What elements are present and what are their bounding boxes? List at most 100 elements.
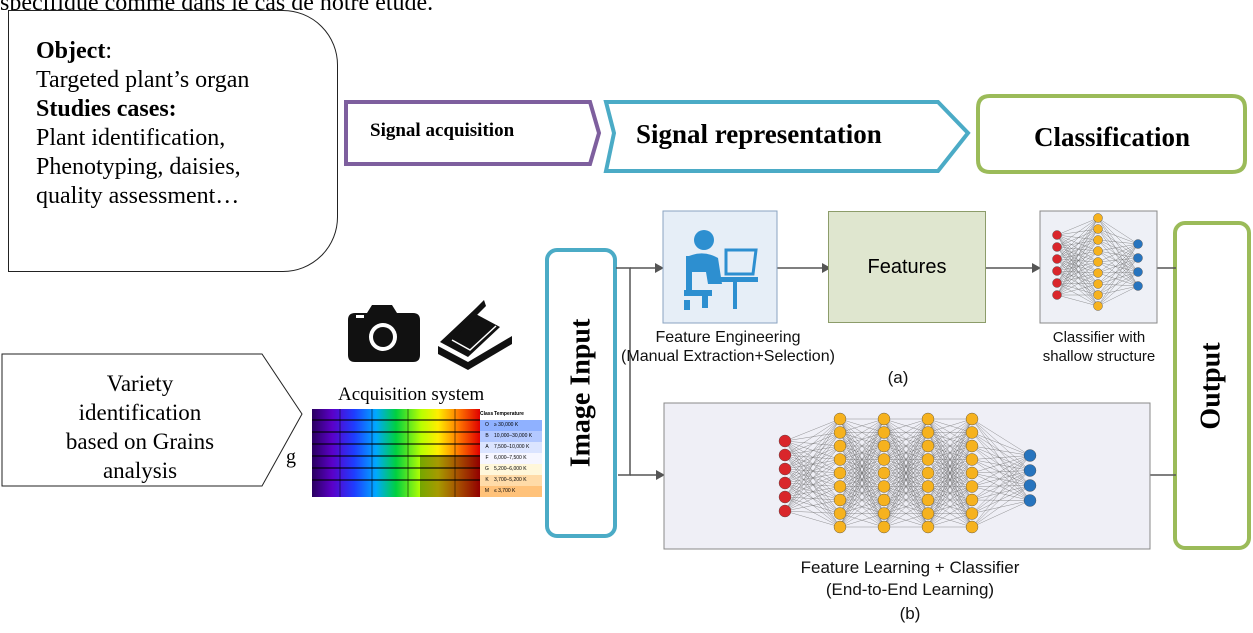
network-edge — [1097, 250, 1139, 287]
network-edge — [1097, 285, 1139, 296]
network-edge — [1056, 246, 1099, 263]
network-node — [833, 453, 847, 466]
network-edge — [883, 486, 929, 528]
features-label: Features — [867, 255, 947, 278]
network-node — [1093, 290, 1103, 300]
network-edge — [1056, 228, 1099, 248]
network-edge — [883, 418, 929, 447]
network-node — [1052, 254, 1062, 264]
studies-line-3: quality assessment… — [36, 183, 240, 209]
network-edge — [784, 454, 841, 460]
network-edge — [784, 445, 841, 512]
network-node — [1133, 239, 1143, 249]
network-edge — [971, 418, 1031, 456]
network-node — [778, 448, 792, 462]
network-edge — [784, 482, 841, 487]
network-edge — [1056, 228, 1099, 296]
network-edge — [839, 445, 885, 528]
feature-learning-caption: Feature Learning + Classifier (End-to-En… — [800, 558, 1020, 599]
network-node — [877, 453, 891, 466]
network-edge — [784, 472, 841, 512]
camera-icon — [348, 305, 420, 362]
features-box: Features — [828, 211, 986, 323]
network-edge — [971, 445, 1031, 501]
network-edge — [971, 486, 1031, 501]
network-edge — [1097, 217, 1139, 245]
network-edge — [1056, 283, 1099, 296]
network-node — [833, 480, 847, 493]
network-edge — [1056, 246, 1099, 274]
network-edge — [1056, 217, 1099, 236]
network-edge — [1097, 271, 1139, 307]
network-edge — [971, 455, 1031, 460]
network-edge — [883, 418, 929, 460]
variety-label: Variety identification based on Grains a… — [65, 371, 215, 483]
spectrum-table-row: O≥ 30,000 K — [480, 420, 542, 431]
network-edge — [971, 500, 1031, 514]
network-edge — [1056, 246, 1099, 252]
network-node — [778, 434, 792, 448]
network-edge — [784, 482, 841, 501]
network-node — [965, 412, 979, 426]
network-edge — [927, 418, 973, 487]
spectrum-table-header: Class Temperature — [480, 411, 524, 417]
network-edge — [784, 432, 841, 456]
network-node — [833, 493, 847, 507]
network-edge — [971, 459, 1031, 486]
network-node — [877, 466, 891, 480]
network-edge — [784, 472, 841, 498]
deep-network-edges — [784, 418, 1031, 528]
object-box: Object: Targeted plant’s organ Studies c… — [8, 10, 338, 272]
network-edge — [883, 499, 929, 528]
network-edge — [839, 486, 885, 528]
network-edge — [784, 445, 841, 456]
network-edge — [784, 418, 841, 456]
network-edge — [927, 418, 973, 501]
network-edge — [883, 459, 929, 528]
network-edge — [1056, 272, 1099, 284]
network-edge — [971, 455, 1031, 514]
network-node — [965, 507, 979, 520]
network-node — [921, 520, 935, 534]
network-edge — [1097, 243, 1139, 307]
network-edge — [784, 468, 841, 487]
network-edge — [1056, 234, 1099, 241]
connector-top-branch — [616, 267, 631, 476]
network-edge — [784, 496, 841, 514]
network-edge — [784, 440, 841, 447]
network-edge — [1097, 257, 1139, 307]
network-node — [778, 490, 792, 504]
network-edge — [1056, 246, 1099, 285]
network-node — [1023, 464, 1037, 477]
network-edge — [1056, 217, 1099, 260]
network-edge — [883, 418, 929, 433]
network-edge — [883, 418, 929, 501]
network-edge — [1056, 239, 1099, 260]
stage-classification-shape — [976, 94, 1247, 174]
stage-classification-label: Classification — [1034, 122, 1191, 152]
network-edge — [971, 445, 1031, 456]
network-edge — [1097, 257, 1139, 285]
network-edge — [1056, 239, 1099, 272]
object-value: Targeted plant’s organ — [36, 67, 250, 93]
network-edge — [1097, 261, 1139, 287]
network-edge — [839, 499, 885, 528]
network-edge — [1097, 283, 1139, 287]
network-edge — [971, 418, 1031, 486]
network-edge — [1097, 228, 1139, 287]
network-edge — [1097, 285, 1139, 307]
network-edge — [839, 513, 885, 528]
network-edge — [1056, 234, 1099, 285]
network-edge — [784, 499, 841, 512]
network-edge — [784, 418, 841, 442]
arrowhead-3 — [1032, 263, 1041, 273]
network-node — [1093, 268, 1103, 278]
network-edge — [784, 418, 841, 512]
network-node — [833, 507, 847, 520]
studies-line-2: Phenotyping, daisies, — [36, 154, 241, 180]
network-edge — [971, 485, 1031, 528]
network-node — [965, 453, 979, 466]
